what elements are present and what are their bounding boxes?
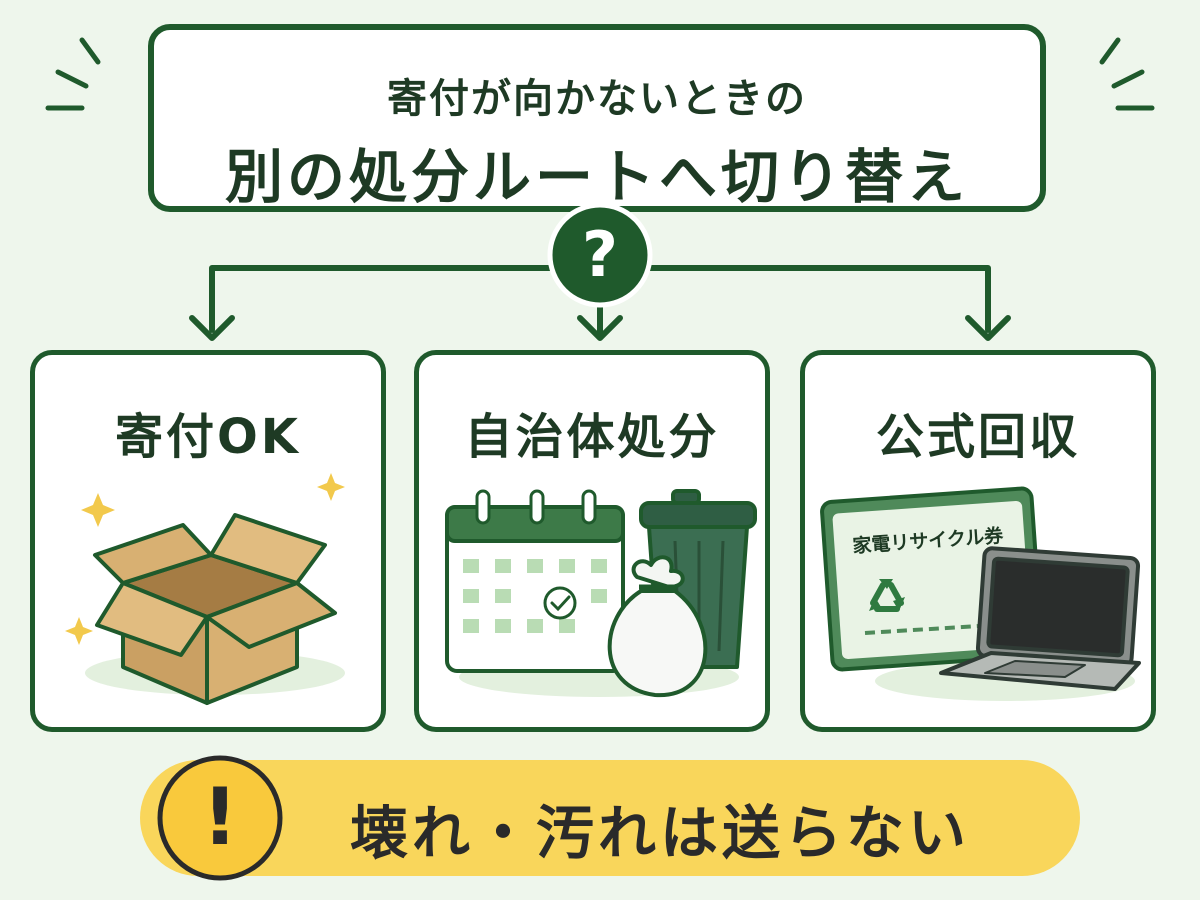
- title-box: 寄付が向かないときの 別の処分ルートへ切り替え: [148, 24, 1046, 212]
- route-title-municipal: 自治体処分: [464, 409, 720, 465]
- route-card-municipal: 自治体処分: [414, 350, 770, 732]
- open-cardboard-box-icon: [65, 473, 345, 705]
- recycle-ticket-laptop-icon: 家電リサイクル券: [820, 486, 1141, 701]
- garbage-bag-icon: [607, 555, 708, 698]
- route-card-donation: 寄付OK: [30, 350, 386, 732]
- route-card-official: 公式回収 家電リサイクル券: [800, 350, 1156, 732]
- warning-symbol: !: [202, 773, 238, 863]
- warning-text: 壊れ・汚れは送らない: [350, 799, 971, 867]
- calendar-trash-can-bag-icon: [445, 489, 757, 698]
- title-line-2: 別の処分ルートへ切り替え: [224, 143, 969, 211]
- warning-banner: ! 壊れ・汚れは送らない: [140, 755, 1080, 881]
- route-title-donation: 寄付OK: [114, 409, 301, 465]
- exclamation-icon: !: [157, 755, 283, 881]
- question-mark-icon: ?: [547, 202, 653, 308]
- calendar-icon: [445, 489, 625, 673]
- route-title-official: 公式回収: [875, 409, 1080, 465]
- trash-can-icon: [639, 489, 757, 669]
- decision-symbol: ?: [582, 218, 618, 291]
- title-line-1: 寄付が向かないときの: [387, 76, 807, 122]
- laptop-icon: [939, 546, 1141, 691]
